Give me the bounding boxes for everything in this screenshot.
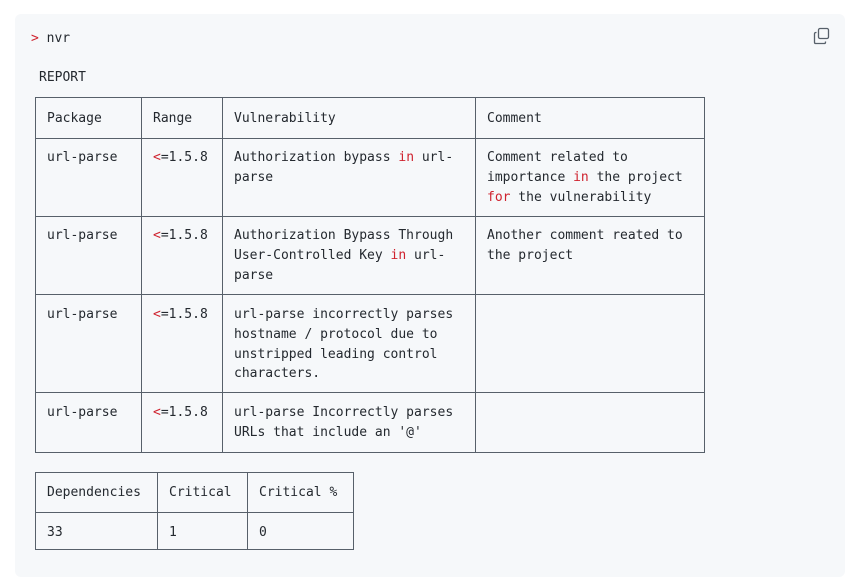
row2-vulnerability: Authorization Bypass Through User-Contro… [234, 228, 461, 283]
summary-table: Dependencies Critical Critical % 33 1 0 [35, 472, 354, 550]
value-critical: 1 [169, 525, 177, 540]
command-text: nvr [46, 31, 71, 46]
report-label: REPORT [39, 70, 86, 85]
header-critical-percent: Critical % [259, 485, 338, 500]
row1-comment: Comment related to importance in the pro… [487, 150, 691, 205]
header-critical: Critical [169, 485, 232, 500]
row2-comment: Another comment reated to the project [487, 228, 691, 263]
row4-vulnerability: url-parse Incorrectly parses URLs that i… [234, 405, 461, 440]
row2-range: <=1.5.8 [153, 228, 208, 243]
header-comment: Comment [487, 111, 542, 126]
header-range: Range [153, 111, 193, 126]
row4-package: url-parse [47, 405, 118, 420]
row4-range: <=1.5.8 [153, 405, 208, 420]
header-vulnerability: Vulnerability [234, 111, 336, 126]
header-package: Package [47, 111, 102, 126]
prompt-symbol: > [31, 31, 39, 46]
row3-vulnerability: url-parse incorrectly parses hostname / … [234, 307, 461, 382]
value-dependencies: 33 [47, 525, 63, 540]
row1-vulnerability: Authorization bypass in url-parse [234, 150, 454, 185]
code-block [15, 14, 845, 577]
value-critical-percent: 0 [259, 525, 267, 540]
row1-range: <=1.5.8 [153, 150, 208, 165]
vulnerability-table: Package Range Vulnerability Comment url-… [35, 97, 705, 453]
row2-package: url-parse [47, 228, 118, 243]
command-line: > nvr [31, 30, 70, 48]
header-dependencies: Dependencies [47, 485, 141, 500]
row1-package: url-parse [47, 150, 118, 165]
row3-range: <=1.5.8 [153, 307, 208, 322]
copy-icon[interactable] [813, 27, 831, 45]
row3-package: url-parse [47, 307, 118, 322]
